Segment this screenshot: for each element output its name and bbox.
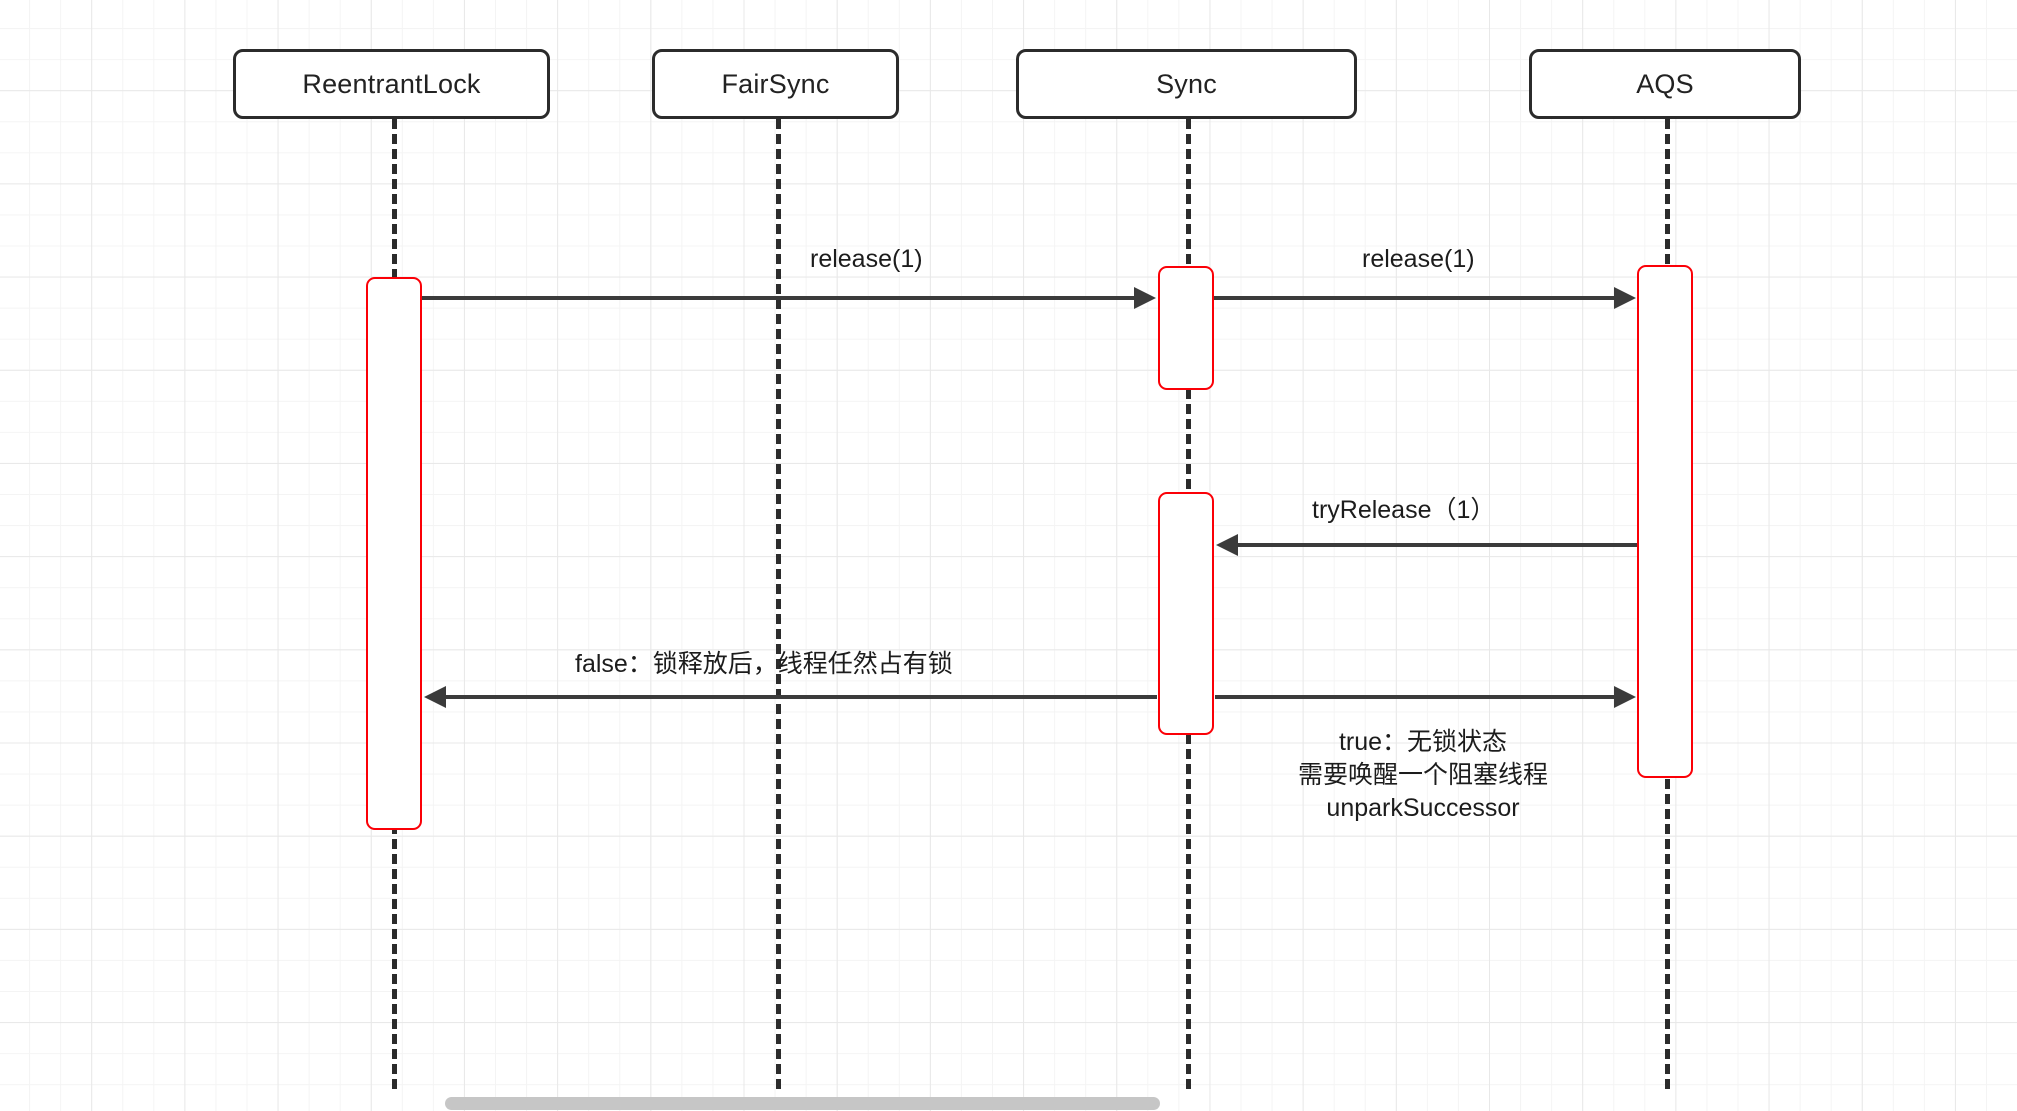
arrow-head-tryrelease xyxy=(1216,534,1238,556)
horizontal-scrollbar-thumb[interactable] xyxy=(445,1097,1160,1110)
activation-bar-reentrantlock[interactable] xyxy=(366,277,422,830)
message-arrow-false-return[interactable] xyxy=(446,695,1157,699)
message-arrow-tryrelease[interactable] xyxy=(1238,543,1637,547)
note-unpark-successor: true：无锁状态 需要唤醒一个阻塞线程 unparkSuccessor xyxy=(1288,726,1558,825)
participant-label: Sync xyxy=(1156,68,1217,99)
horizontal-scrollbar-track[interactable] xyxy=(0,1093,2017,1111)
message-label-release-2: release(1) xyxy=(1362,245,1475,273)
message-label-release-1: release(1) xyxy=(810,245,923,273)
arrow-head-release-2 xyxy=(1614,287,1636,309)
participant-label: ReentrantLock xyxy=(302,68,481,99)
participant-fairsync[interactable]: FairSync xyxy=(652,49,899,119)
message-label-tryrelease: tryRelease（1） xyxy=(1312,496,1496,524)
activation-bar-aqs[interactable] xyxy=(1637,265,1693,778)
participant-label: AQS xyxy=(1636,68,1694,99)
message-arrow-release-1[interactable] xyxy=(422,296,1134,300)
activation-bar-sync-second[interactable] xyxy=(1158,492,1214,735)
message-arrow-release-2[interactable] xyxy=(1214,296,1614,300)
participant-reentrantlock[interactable]: ReentrantLock xyxy=(233,49,550,119)
note-line-2: 需要唤醒一个阻塞线程 xyxy=(1297,761,1548,789)
message-arrow-true-return[interactable] xyxy=(1215,695,1614,699)
participant-aqs[interactable]: AQS xyxy=(1529,49,1801,119)
participant-label: FairSync xyxy=(721,68,830,99)
arrow-head-true-return xyxy=(1614,686,1636,708)
message-label-false-return: false：锁释放后，线程任然占有锁 xyxy=(575,650,953,678)
arrow-head-false-return xyxy=(424,686,446,708)
activation-bar-sync-first[interactable] xyxy=(1158,266,1214,390)
lifeline-fairsync xyxy=(776,119,781,1089)
note-line-1: true：无锁状态 xyxy=(1338,728,1508,756)
participant-sync[interactable]: Sync xyxy=(1016,49,1357,119)
note-line-3: unparkSuccessor xyxy=(1326,794,1520,822)
arrow-head-release-1 xyxy=(1134,287,1156,309)
